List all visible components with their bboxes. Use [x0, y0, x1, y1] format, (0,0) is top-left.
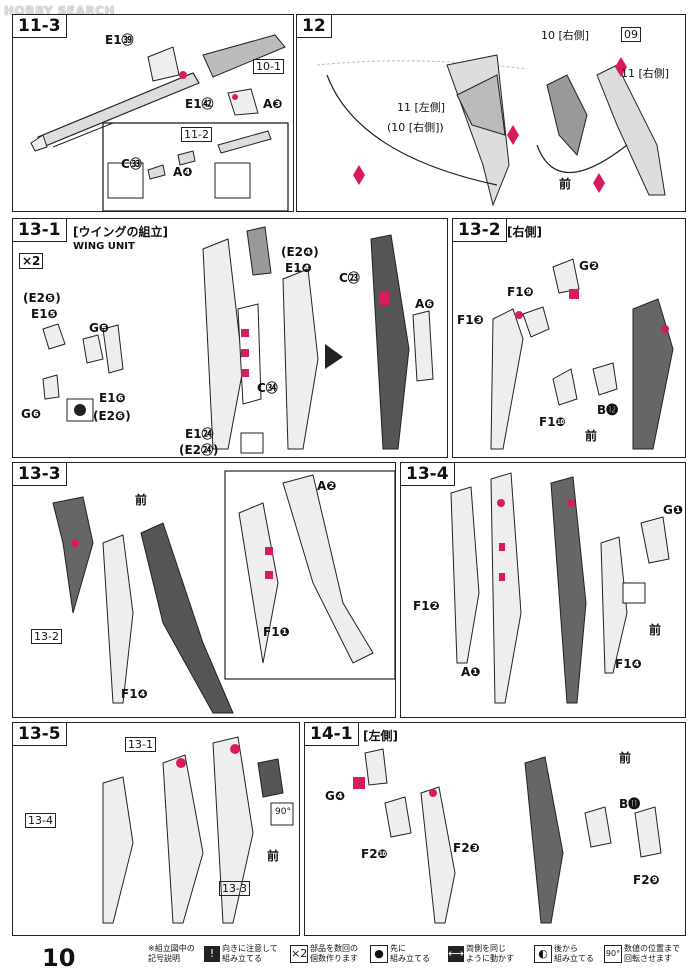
multiply-icon: ×2: [290, 945, 308, 963]
label-f1-4: F1❹: [615, 657, 642, 671]
step-number: 13-2: [453, 219, 507, 242]
label-g5: G❺: [89, 321, 110, 335]
label-a2: A❷: [317, 479, 337, 493]
ref-10-right: (10 [右側]): [387, 121, 444, 134]
ref-10-1: 10-1: [253, 59, 284, 74]
label-f1-9: F1❾: [507, 285, 534, 299]
later-icon: ◐: [534, 945, 552, 963]
times-two: ×2: [19, 253, 44, 269]
label-front: 前: [135, 493, 148, 507]
label-f2-9: F2❾: [633, 873, 660, 887]
label-front: 前: [559, 177, 572, 191]
panel-13-5: 13-5 13-1 13-4 13-3 前 90°: [12, 722, 300, 936]
label-b11: B⓫: [619, 797, 641, 811]
first-icon: ●: [370, 945, 388, 963]
wing-blade-drawing: [52, 470, 395, 714]
label-front: 前: [267, 849, 280, 863]
label-b12: B⓬: [597, 403, 619, 417]
legend-item-care: !向きに注意して組み立てる: [204, 944, 278, 976]
legend-item-first: ●先に組み立てる: [370, 944, 430, 976]
label-f1-1: F1❶: [263, 625, 290, 639]
both-sides-icon: ⟷: [448, 946, 464, 962]
label-g1: G❶: [663, 503, 684, 517]
wing-fan-drawing: [102, 736, 294, 924]
panel-13-4: 13-4 G❶ F1❷ 前 F1❹ A❶: [400, 462, 686, 718]
legend-item-rotate: 90°数値の位置まで回転させます: [604, 944, 680, 963]
label-c23: C㉓: [339, 271, 360, 285]
label-a6: A❻: [415, 297, 435, 311]
label-e2-4-top: (E2❹): [281, 245, 319, 259]
ref-11-left: 11 [左側]: [397, 101, 446, 114]
step-number: 14-1: [305, 723, 359, 746]
label-e2-6: (E2❻): [93, 409, 131, 423]
ref-11-2: 11-2: [181, 127, 212, 142]
ref-09: 09: [621, 27, 641, 42]
subheader-wing-unit: WING UNIT: [73, 241, 135, 252]
legend-item-later: ◐後から組み立てる: [534, 944, 594, 976]
label-g2: G❷: [579, 259, 600, 273]
label-f1-4: F1❹: [121, 687, 148, 701]
label-e1-6: E1❻: [99, 391, 126, 405]
step-number: 13-1: [13, 219, 67, 242]
label-f1-2: F1❷: [413, 599, 440, 613]
ref-13-3: 13-3: [219, 881, 250, 896]
wing-mount-drawing: [316, 54, 666, 207]
right-wing-drawing: [490, 258, 674, 450]
panel-13-2: 13-2 [右側] G❷ F1❾ F1❸ B⓬ F1❿ 前: [452, 218, 686, 458]
label-e1-5: E1❺: [31, 307, 58, 321]
label-e1-42: E1㊷: [185, 97, 214, 111]
label-e2-24: (E2㉔): [179, 443, 219, 457]
label-g6: G❻: [21, 407, 42, 421]
panel-13-1: 13-1 [ウイングの組立] WING UNIT ×2 (E2❺) E1❺ G❺…: [12, 218, 448, 458]
label-f2-3: F2❸: [453, 841, 480, 855]
panel-12: 12 11 [左側] (10 [右側]) 10 [右側] 09 11 [右側] …: [296, 14, 686, 212]
label-a4: A❹: [173, 165, 193, 179]
step-number: 13-4: [401, 463, 455, 486]
label-f2-10: F2❿: [361, 847, 388, 861]
header-wing-assembly: [ウイングの組立]: [73, 225, 168, 239]
ref-13-2: 13-2: [31, 629, 62, 644]
warning-icon: !: [204, 946, 220, 962]
legend-item-both: ⟷両側を同じように動かす: [448, 944, 514, 963]
label-front: 前: [649, 623, 662, 637]
step-number: 13-3: [13, 463, 67, 486]
label-e2-5: (E2❺): [23, 291, 61, 305]
header-right-side: [右側]: [507, 225, 542, 239]
step-number: 12: [297, 15, 332, 38]
panel-14-1: 14-1 [左側] G❹ F2❿ F2❸ 前 B⓫ F2❾: [304, 722, 686, 936]
step-number: 11-3: [13, 15, 67, 38]
rotate-icon: 90°: [604, 945, 622, 963]
ref-13-1: 13-1: [125, 737, 156, 752]
label-f1-10: F1❿: [539, 415, 566, 429]
label-e1-39: E1㊴: [105, 33, 134, 47]
label-c34: C㉞: [257, 381, 278, 395]
label-front: 前: [619, 751, 632, 765]
label-a1: A❶: [461, 665, 481, 679]
label-90deg: 90°: [275, 807, 291, 817]
left-wing-drawing: [353, 748, 662, 924]
label-f1-3: F1❸: [457, 313, 484, 327]
wing-assembly-drawing: [450, 472, 670, 704]
wing-unit-drawing: [42, 226, 434, 454]
page-number: 10: [42, 944, 76, 972]
label-e1-24: E1㉔: [185, 427, 214, 441]
header-left-side: [左側]: [363, 729, 398, 743]
ref-10-right-top: 10 [右側]: [541, 29, 590, 42]
step-number: 13-5: [13, 723, 67, 746]
ref-13-4: 13-4: [25, 813, 56, 828]
label-front: 前: [585, 429, 598, 443]
legend-title: ※組立図中の記号説明: [148, 944, 195, 963]
label-a3: A❸: [263, 97, 283, 111]
wing-arm-drawing: [30, 34, 289, 211]
label-e1-4-top: E1❹: [285, 261, 312, 275]
ref-11-right: 11 [右側]: [621, 67, 670, 80]
label-g4: G❹: [325, 789, 346, 803]
label-c33: C㉝: [121, 157, 142, 171]
panel-13-3: 13-3 前 13-2 A❷ F1❶ F1❹: [12, 462, 396, 718]
panel-11-3: 11-3 E1㊴ E1㊷ A❸ 10-1 11-2 C㉝ A❹: [12, 14, 294, 212]
